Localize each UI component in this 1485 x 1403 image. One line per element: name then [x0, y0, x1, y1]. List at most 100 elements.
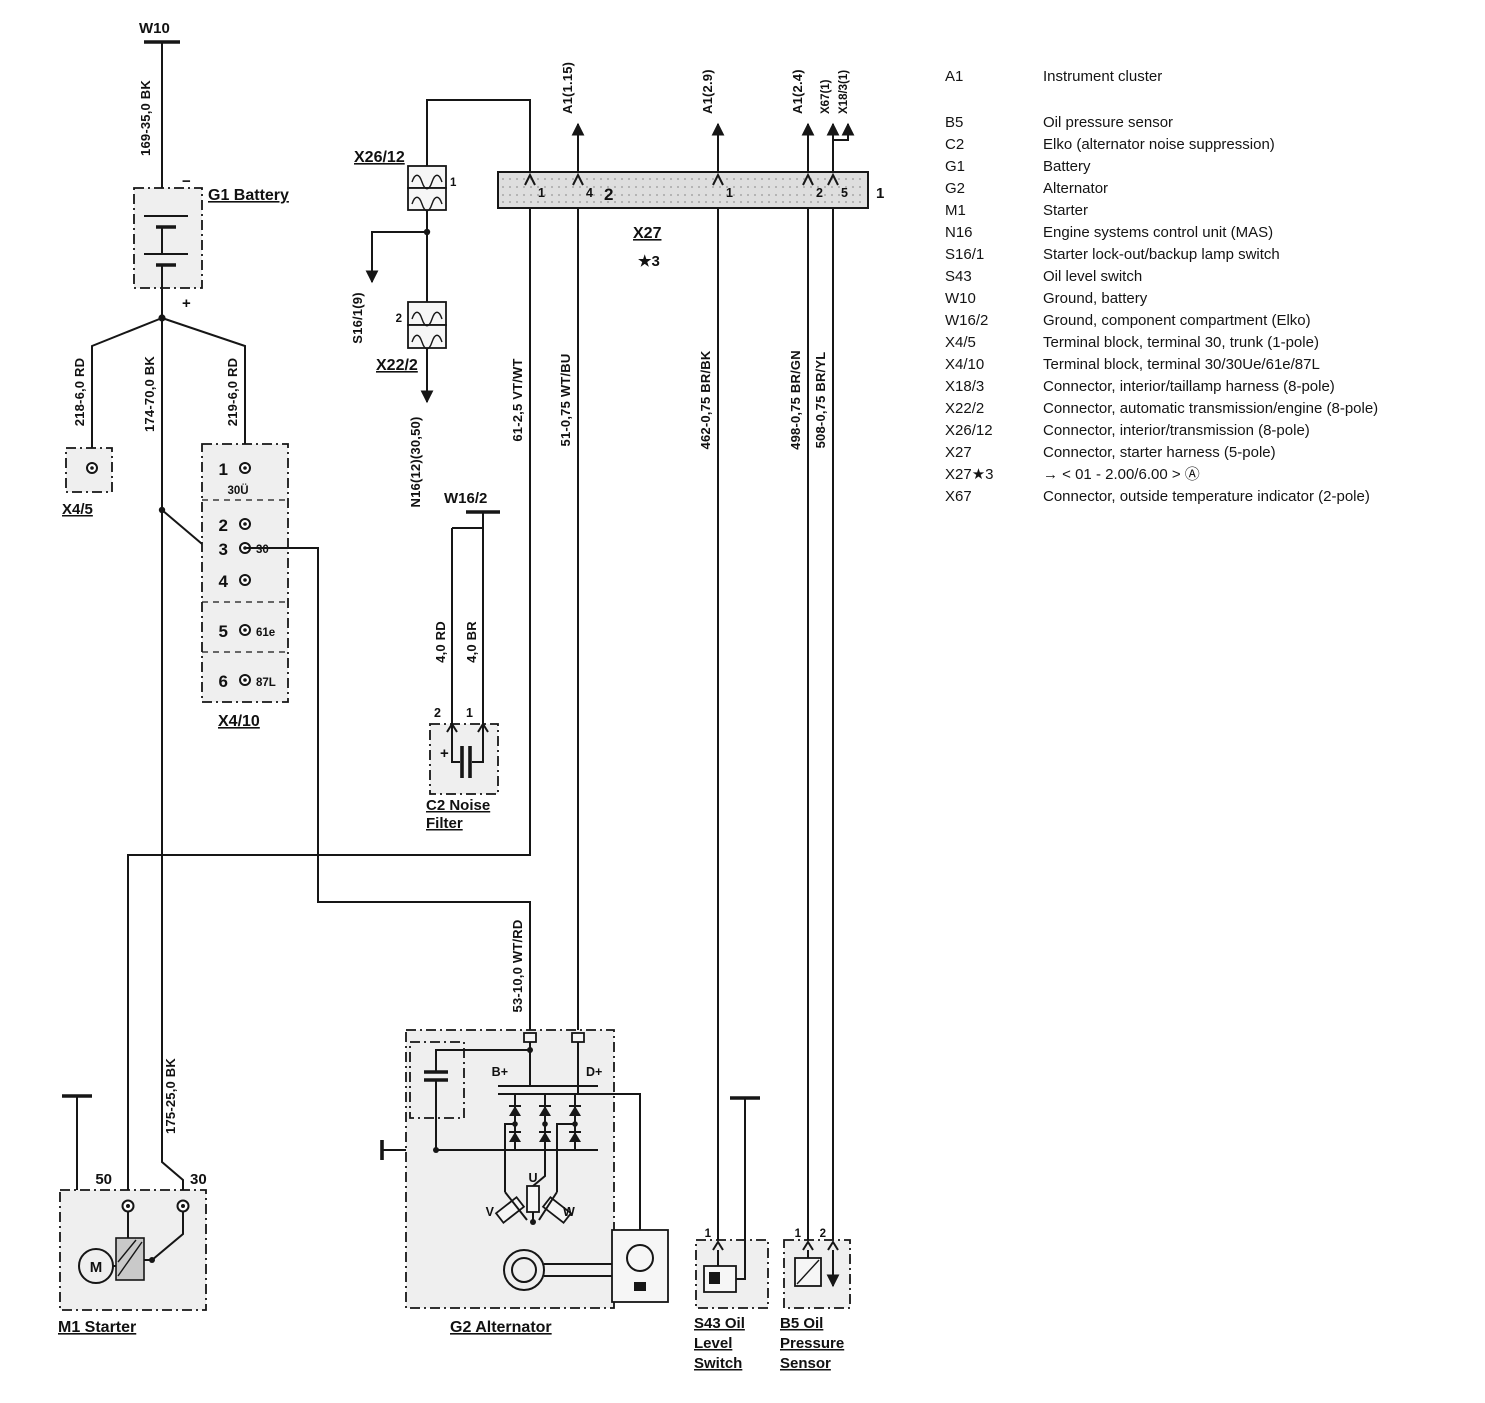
wire-to-s16	[365, 231, 427, 284]
rotor-slip-ring-outer	[503, 1249, 545, 1291]
alt-dplus-label: D+	[586, 1065, 602, 1079]
legend-code: N16	[945, 224, 973, 241]
legend-row: G1 Battery	[945, 158, 1415, 175]
stator-v-label: V	[486, 1205, 495, 1219]
x410-pin-6: 6	[219, 672, 228, 691]
wire-label-b5-1: 498-0,75 BR/GN	[788, 350, 803, 450]
x410-box	[201, 443, 289, 703]
x45-label: X4/5	[62, 501, 93, 518]
legend-code: S16/1	[945, 246, 985, 263]
legend-row: X27★3→ < 01 - 2.00/6.00 > Ⓐ	[945, 466, 1415, 483]
wire-label-c2-br: 4,0 BR	[464, 621, 479, 663]
legend-code: G1	[945, 158, 966, 175]
terminal-block-x45: X4/5	[62, 447, 113, 518]
legend-code: S43	[945, 268, 972, 285]
legend-row: S16/1 Starter lock-out/backup lamp switch	[945, 246, 1415, 263]
c2-pin-2: 2	[434, 706, 441, 720]
legend-code: X4/5	[945, 334, 976, 351]
wire-label-b5-2: 508-0,75 BR/YL	[813, 352, 828, 449]
legend-code: W10	[945, 290, 976, 307]
stator-coil-u	[526, 1185, 540, 1213]
battery-plus: +	[182, 295, 191, 312]
x410-label: X4/10	[218, 713, 260, 730]
legend-desc: Connector, outside temperature indicator…	[1043, 488, 1370, 505]
legend-code: X67	[945, 488, 972, 505]
oil-level-switch-s43: 1 S43 Oil Level Switch	[694, 1096, 769, 1372]
b5-label-3: Sensor	[780, 1355, 831, 1372]
x410-terminal-30: 30	[256, 544, 269, 556]
starter-terminal-50: 50	[95, 1171, 112, 1188]
x2612-label: X26/12	[354, 149, 405, 166]
legend-desc: Battery	[1043, 158, 1091, 175]
ref-a1-29: A1(2.9)	[700, 69, 715, 114]
b5-label-2: Pressure	[780, 1335, 844, 1352]
x2612-pin: 1	[450, 177, 457, 189]
alternator-g2: B+ D+ U V W G2 Alter	[380, 1029, 669, 1336]
legend-row: S43 Oil level switch	[945, 268, 1415, 285]
x27-pin-5: 5	[841, 186, 848, 200]
interior-connectors: X26/12 1 S16/1(9) 2 X22/2 N16(12)(30,50)	[350, 99, 531, 508]
s43-label-3: Switch	[694, 1355, 742, 1372]
c2-label-2: Filter	[426, 815, 463, 832]
wire-label-alt-bplus: 53-10,0 WT/RD	[510, 920, 525, 1013]
x27-right-index: 1	[876, 185, 884, 202]
starter-motor-m: M	[90, 1259, 103, 1276]
legend-desc: Terminal block, terminal 30, trunk (1-po…	[1043, 334, 1319, 351]
legend-desc: Starter lock-out/backup lamp switch	[1043, 246, 1280, 263]
x222-label: X22/2	[376, 357, 418, 374]
starter-label: M1 Starter	[58, 1319, 136, 1336]
legend-code: B5	[945, 114, 964, 131]
x27-note: ★3	[638, 253, 660, 270]
ground-w10-label: W10	[139, 20, 170, 37]
legend-code: G2	[945, 180, 966, 197]
wire-label-battery-ground: 169-35,0 BK	[138, 80, 153, 156]
wire-x27-to-starter50	[127, 208, 531, 1199]
c2-plus: +	[440, 745, 449, 762]
legend-code: C2	[945, 136, 965, 153]
capacitor-plates	[460, 746, 472, 778]
x410-terminal-87l: 87L	[256, 677, 276, 689]
x410-pin-3: 3	[219, 540, 228, 559]
x27-bar	[497, 171, 869, 209]
x222-pin: 2	[396, 313, 402, 325]
legend-code: X22/2	[945, 400, 985, 417]
x27-pin-1: 1	[538, 186, 545, 200]
c2-box	[429, 723, 499, 795]
connector-x27: 1 4 2 1 2 5 1 X27 ★3 A1(1.15) A1(2.9) A1…	[497, 62, 884, 270]
c2-label-1: C2 Noise	[426, 797, 490, 814]
legend-code: W16/2	[945, 312, 989, 329]
b5-label-1: B5 Oil	[780, 1315, 823, 1332]
legend-row: X4/5 Terminal block, terminal 30, trunk (…	[945, 334, 1415, 351]
ref-n16: N16(12)(30,50)	[408, 417, 423, 508]
b5-pin-1: 1	[795, 1228, 802, 1240]
x410-pin-1: 1	[219, 460, 228, 479]
legend-code: M1	[945, 202, 966, 219]
x410-pin-2: 2	[219, 516, 228, 535]
ref-x67: X67(1)	[820, 79, 832, 114]
legend-row: W16/2 Ground, component compartment (Elko…	[945, 312, 1415, 329]
alt-bplus-label: B+	[492, 1065, 508, 1079]
wire-label-x27-p4: 51-0,75 WT/BU	[558, 354, 573, 447]
wire-label-starter-30: 175-25,0 BK	[163, 1058, 178, 1134]
regulator-box	[611, 1229, 669, 1303]
legend-desc: Instrument cluster	[1043, 68, 1163, 85]
stator-coil-v	[494, 1196, 526, 1224]
wire-label-batt-main: 174-70,0 BK	[142, 356, 157, 432]
legend-desc: Ground, component compartment (Elko)	[1043, 312, 1311, 329]
legend-desc: Connector, interior/transmission (8-pole…	[1043, 422, 1310, 439]
x410-terminal-61e: 61e	[256, 627, 275, 639]
terminal-block-x410: 1 2 3 4 5 6 30Ü 30 61e 87L X4/10 53-10,0…	[201, 443, 531, 1032]
wire-label-batt-x410: 219-6,0 RD	[225, 358, 240, 426]
stator-w-label: W	[563, 1205, 575, 1219]
legend-desc: Oil level switch	[1043, 268, 1143, 285]
x27-pin-3: 1	[726, 186, 733, 200]
